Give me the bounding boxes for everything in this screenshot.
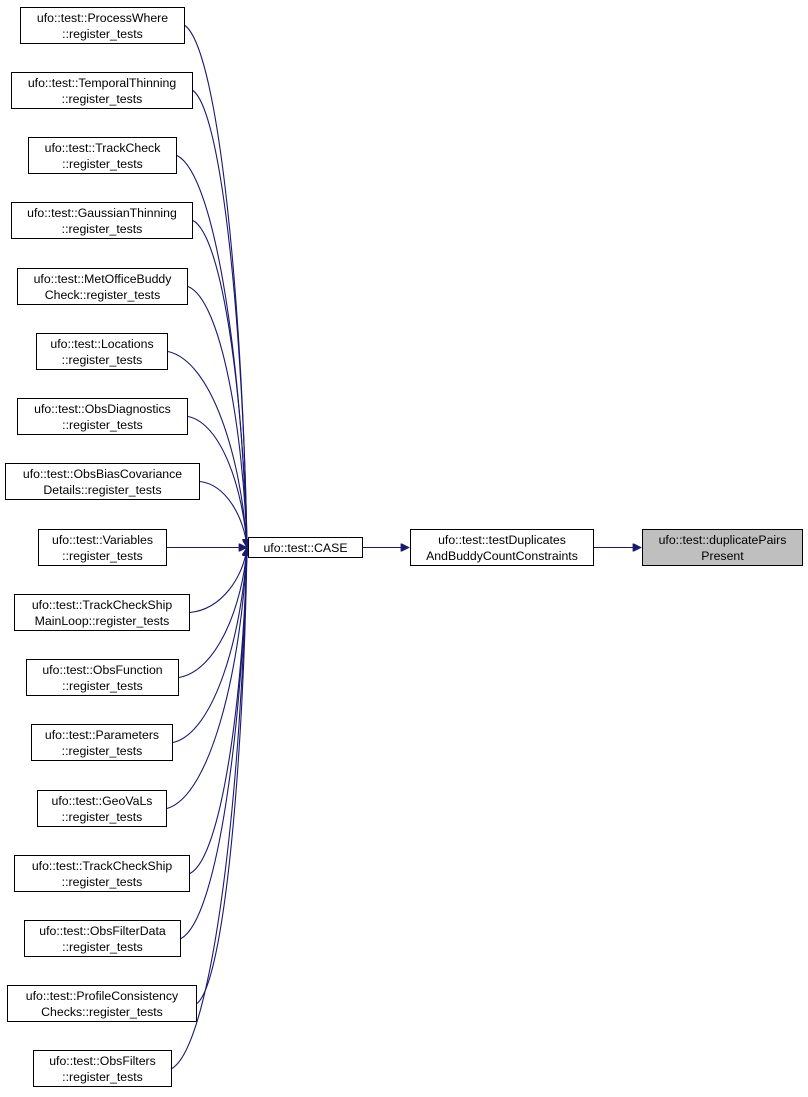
graph-node-label: ufo::test::MetOfficeBuddy xyxy=(33,271,172,286)
graph-node-label: ::register_tests xyxy=(61,743,143,758)
graph-node-label: ::register_tests xyxy=(62,26,143,41)
graph-node-label: ufo::test::Parameters xyxy=(44,727,160,742)
graph-node-label: ufo::test::ObsFilterData xyxy=(39,923,166,938)
edge-locations-to-case xyxy=(167,350,247,548)
edge-temporalthinning-to-case xyxy=(192,90,247,548)
edge-gaussianthinning-to-case xyxy=(192,220,247,548)
graph-node-label: ::register_tests xyxy=(61,91,143,106)
graph-node-label: ::register_tests xyxy=(62,678,143,693)
graph-node-geovals[interactable]: ufo::test::GeoVaLs::register_tests xyxy=(37,790,167,827)
graph-node-temporalthinning[interactable]: ufo::test::TemporalThinning::register_te… xyxy=(11,72,193,109)
edge-obsfilterdata-to-case xyxy=(180,548,247,939)
graph-node-obsfilters[interactable]: ufo::test::ObsFilters::register_tests xyxy=(33,1050,172,1087)
graph-node-label: ufo::test::ObsBiasCovariance xyxy=(22,466,183,481)
edge-metofficebuddy-to-case xyxy=(187,285,247,548)
graph-node-label: ::register_tests xyxy=(62,417,143,432)
graph-node-label: ufo::test::Locations xyxy=(50,336,154,351)
graph-node-obsfilterdata[interactable]: ufo::test::ObsFilterData::register_tests xyxy=(24,920,181,957)
edge-obsbiascov-to-case xyxy=(199,480,247,548)
graph-node-label: Checks::register_tests xyxy=(41,1004,163,1019)
graph-node-parameters[interactable]: ufo::test::Parameters::register_tests xyxy=(31,724,173,761)
graph-node-label: ::register_tests xyxy=(62,1069,143,1084)
graph-node-label: ufo::test::testDuplicates xyxy=(438,532,566,547)
graph-node-label: ufo::test::ProfileConsistency xyxy=(25,988,179,1003)
graph-node-label: ufo::test::GeoVaLs xyxy=(51,793,153,808)
graph-node-label: ::register_tests xyxy=(62,939,143,954)
graph-node-label: ufo::test::ObsDiagnostics xyxy=(34,401,171,416)
graph-node-label: Details::register_tests xyxy=(43,482,162,497)
graph-node-label: AndBuddyCountConstraints xyxy=(426,548,578,563)
graph-node-label: Present xyxy=(701,548,744,563)
edge-trackcheckshipmain-to-case xyxy=(189,548,247,614)
graph-node-variables[interactable]: ufo::test::Variables::register_tests xyxy=(38,529,167,566)
graph-node-label: ::register_tests xyxy=(62,156,143,171)
graph-node-label: ufo::test::ProcessWhere xyxy=(36,10,169,25)
edge-obsdiagnostics-to-case xyxy=(187,415,247,548)
graph-node-label: MainLoop::register_tests xyxy=(34,613,170,628)
graph-node-label: ufo::test::duplicatePairs xyxy=(658,532,787,547)
edge-obsfunction-to-case xyxy=(178,548,247,679)
graph-node-obsdiagnostics[interactable]: ufo::test::ObsDiagnostics::register_test… xyxy=(17,398,188,435)
graph-node-label: ufo::test::ObsFilters xyxy=(49,1053,156,1068)
graph-node-trackcheck[interactable]: ufo::test::TrackCheck::register_tests xyxy=(28,137,177,174)
graph-node-label: ufo::test::CASE xyxy=(263,540,348,555)
graph-node-label: ufo::test::TrackCheckShip xyxy=(31,858,173,873)
graph-node-label: ufo::test::GaussianThinning xyxy=(27,205,177,220)
graph-node-label: ::register_tests xyxy=(61,352,143,367)
edge-obsfilters-to-case xyxy=(171,548,247,1069)
graph-node-label: ::register_tests xyxy=(61,809,143,824)
graph-node-label: ufo::test::TrackCheck xyxy=(44,140,161,155)
graph-node-gaussianthinning[interactable]: ufo::test::GaussianThinning::register_te… xyxy=(11,202,193,239)
graph-node-case[interactable]: ufo::test::CASE xyxy=(248,537,363,558)
graph-node-obsfunction[interactable]: ufo::test::ObsFunction::register_tests xyxy=(26,659,179,696)
graph-node-locations[interactable]: ufo::test::Locations::register_tests xyxy=(36,333,168,370)
graph-node-label: ufo::test::ObsFunction xyxy=(42,662,163,677)
graph-node-trackcheckship[interactable]: ufo::test::TrackCheckShip::register_test… xyxy=(14,855,190,892)
graph-node-label: Check::register_tests xyxy=(44,287,161,302)
graph-node-processwhere[interactable]: ufo::test::ProcessWhere::register_tests xyxy=(20,7,185,44)
graph-node-label: ::register_tests xyxy=(61,874,143,889)
graph-node-label: ::register_tests xyxy=(61,221,143,236)
graph-node-label: ufo::test::TrackCheckShip xyxy=(31,597,173,612)
graph-node-label: ::register_tests xyxy=(62,548,143,563)
graph-node-label: ufo::test::TemporalThinning xyxy=(27,75,177,90)
edge-geovals-to-case xyxy=(166,548,247,810)
edge-profileconsistency-to-case xyxy=(196,548,247,1004)
graph-node-label: ufo::test::Variables xyxy=(52,532,153,547)
edge-parameters-to-case xyxy=(172,548,247,744)
